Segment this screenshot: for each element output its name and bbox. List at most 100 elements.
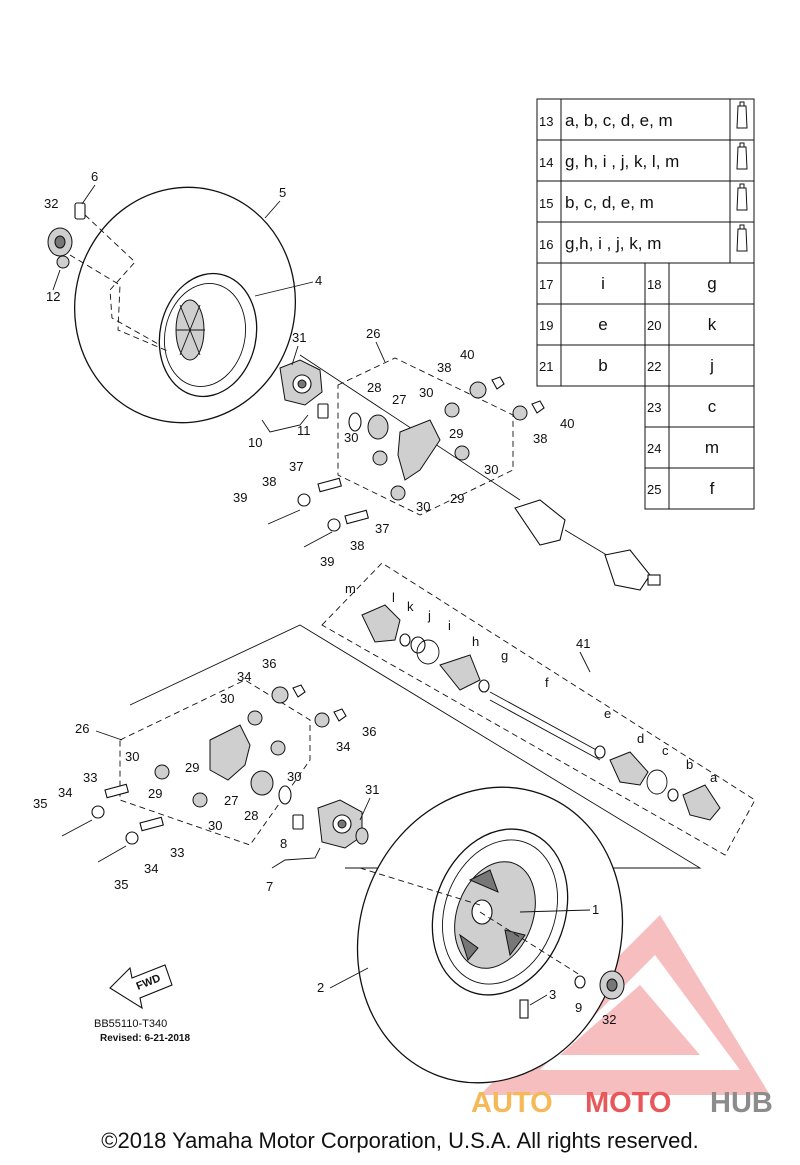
callout-34-c: 34 — [58, 785, 72, 800]
callout-41: 41 — [576, 636, 590, 651]
callout-31-lower: 31 — [365, 782, 379, 797]
callout-30-g: 30 — [287, 769, 301, 784]
table-row-value: g,h, i , j, k, m — [565, 234, 661, 253]
callout-28-lower: 28 — [244, 808, 258, 823]
cv-joint-kit-box — [321, 562, 756, 856]
callout-7: 7 — [266, 879, 273, 894]
callout-b: b — [686, 757, 693, 772]
table-row-num: 14 — [539, 155, 553, 170]
lug-nut-32-upper — [47, 227, 73, 257]
upper-tire-assembly — [69, 186, 521, 501]
callout-11: 11 — [297, 423, 311, 438]
callout-k: k — [407, 599, 414, 614]
grease-tube-icon — [736, 183, 748, 211]
callout-30-c: 30 — [484, 462, 498, 477]
callout-12: 12 — [46, 289, 60, 304]
callout-38-c: 38 — [262, 474, 276, 489]
fwd-arrow-icon: FWD — [109, 964, 173, 1010]
lower-tire-assembly — [356, 786, 625, 1084]
grease-tube-icon — [736, 101, 748, 129]
table-pair-value: b — [598, 356, 607, 375]
callout-2: 2 — [317, 980, 324, 995]
revised-date: Revised: 6-21-2018 — [100, 1033, 190, 1044]
callout-40-b: 40 — [560, 416, 574, 431]
upper-knuckle-box — [337, 357, 514, 516]
table-pair-num: 25 — [647, 482, 661, 497]
table-pair-value: g — [707, 274, 716, 293]
table-row-value: a, b, c, d, e, m — [565, 111, 673, 130]
callout-numbers: 6 32 12 5 4 31 11 10 26 28 27 30 30 38 4… — [33, 169, 718, 1027]
table-pair-num: 18 — [647, 277, 661, 292]
watermark-auto: AUTO — [471, 1087, 553, 1119]
upper-drive-shaft — [514, 499, 661, 591]
callout-26-upper: 26 — [366, 326, 380, 341]
table-pair-value: e — [598, 315, 607, 334]
callout-30-a: 30 — [344, 430, 358, 445]
table-pair-value: j — [709, 356, 714, 375]
table-pair-num: 24 — [647, 441, 661, 456]
callout-j: j — [427, 608, 431, 623]
table-pair-num: 22 — [647, 359, 661, 374]
callout-10: 10 — [248, 435, 262, 450]
grease-tube-icon — [736, 224, 748, 252]
callout-34-a: 34 — [237, 669, 251, 684]
table-pair-num: 17 — [539, 277, 553, 292]
callout-9: 9 — [575, 1000, 582, 1015]
callout-30-b: 30 — [419, 385, 433, 400]
watermark-hub: HUB — [710, 1087, 773, 1119]
watermark-text: AUTO MOTO HUB — [471, 1087, 773, 1119]
callout-27-upper: 27 — [392, 392, 406, 407]
table-pair-num: 19 — [539, 318, 553, 333]
table-row-num: 16 — [539, 237, 553, 252]
lower-rim — [454, 861, 536, 969]
lower-knuckle-box — [119, 679, 311, 846]
table-pair-num: 21 — [539, 359, 553, 374]
upper-hub — [261, 359, 329, 433]
callout-5: 5 — [279, 185, 286, 200]
callout-31-upper: 31 — [292, 330, 306, 345]
table-row-value: g, h, i , j, k, l, m — [565, 152, 679, 171]
callout-34-d: 34 — [144, 861, 158, 876]
table-pair-num: 23 — [647, 400, 661, 415]
callout-30-d: 30 — [416, 499, 430, 514]
callout-39-b: 39 — [320, 554, 334, 569]
callout-26-lower: 26 — [75, 721, 89, 736]
callout-30-e: 30 — [220, 691, 234, 706]
lower-hub — [271, 799, 369, 869]
callout-29-c: 29 — [185, 760, 199, 775]
callout-d: d — [637, 731, 644, 746]
callout-37-a: 37 — [289, 459, 303, 474]
cv-joint-parts — [361, 604, 721, 821]
callout-27-lower: 27 — [224, 793, 238, 808]
callout-36-b: 36 — [362, 724, 376, 739]
callout-34-b: 34 — [336, 739, 350, 754]
drawing-code: BB55110-T340 — [94, 1018, 167, 1030]
callout-28-upper: 28 — [367, 380, 381, 395]
grease-table — [536, 98, 755, 510]
callout-a: a — [710, 770, 718, 785]
callout-m: m — [345, 581, 356, 596]
callout-3: 3 — [549, 987, 556, 1002]
grease-tube-icon — [736, 142, 748, 170]
callout-38-d: 38 — [350, 538, 364, 553]
callout-36-a: 36 — [262, 656, 276, 671]
table-row-value: b, c, d, e, m — [565, 193, 654, 212]
callout-35-a: 35 — [33, 796, 47, 811]
callout-40-a: 40 — [460, 347, 474, 362]
watermark-moto: MOTO — [585, 1087, 671, 1119]
upper-rim — [175, 299, 205, 361]
callout-i: i — [448, 618, 451, 633]
callout-29-a: 29 — [449, 426, 463, 441]
callout-6: 6 — [91, 169, 98, 184]
callout-32-upper: 32 — [44, 196, 58, 211]
callout-f: f — [545, 675, 549, 690]
table-pair-value: i — [601, 274, 605, 293]
copyright-notice: ©2018 Yamaha Motor Corporation, U.S.A. A… — [101, 1128, 699, 1153]
callout-h: h — [472, 634, 479, 649]
callout-29-b: 29 — [450, 491, 464, 506]
callout-38-a: 38 — [437, 360, 451, 375]
table-pair-value: f — [710, 479, 715, 498]
lower-knuckle-parts — [61, 684, 347, 863]
